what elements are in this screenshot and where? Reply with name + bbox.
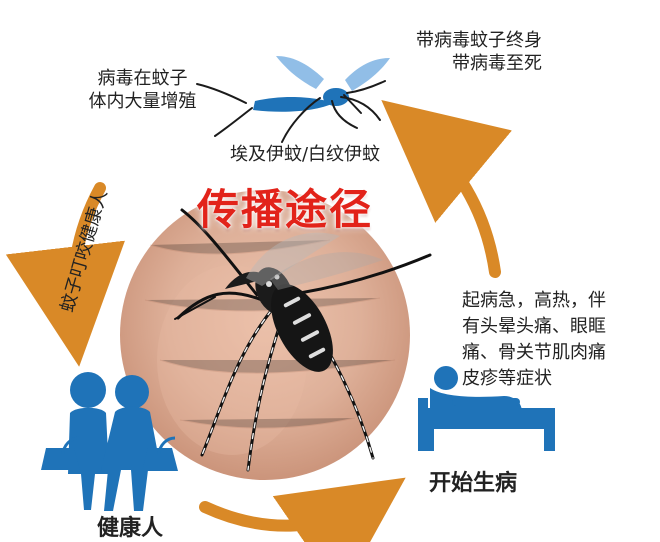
mosquito-icon <box>196 56 390 143</box>
cycle-arrows <box>5 100 512 542</box>
virus-lifetime-label: 带病毒蚊子终身 带病毒至死 <box>416 30 542 74</box>
diagram-title: 传播途径 <box>196 185 373 234</box>
sick-person-icon <box>418 366 555 451</box>
arrow-icon <box>199 477 406 542</box>
mosquito-photo <box>174 208 432 472</box>
arrow-icon <box>381 100 512 278</box>
mosquito-species-label: 埃及伊蚊/白纹伊蚊 <box>229 144 381 165</box>
healthy-people-icon <box>41 372 178 511</box>
start-sick-label: 开始生病 <box>428 471 517 496</box>
virus-replication-label: 病毒在蚊子 体内大量增殖 <box>88 68 197 112</box>
symptoms-label: 起病急，高热，伴 有头晕头痛、眼眶 痛、骨关节肌肉痛 皮疹等症状 <box>462 290 606 390</box>
healthy-person-label: 健康人 <box>96 516 163 541</box>
arrow-icon <box>5 182 125 367</box>
skin-photo-circle <box>120 190 410 480</box>
